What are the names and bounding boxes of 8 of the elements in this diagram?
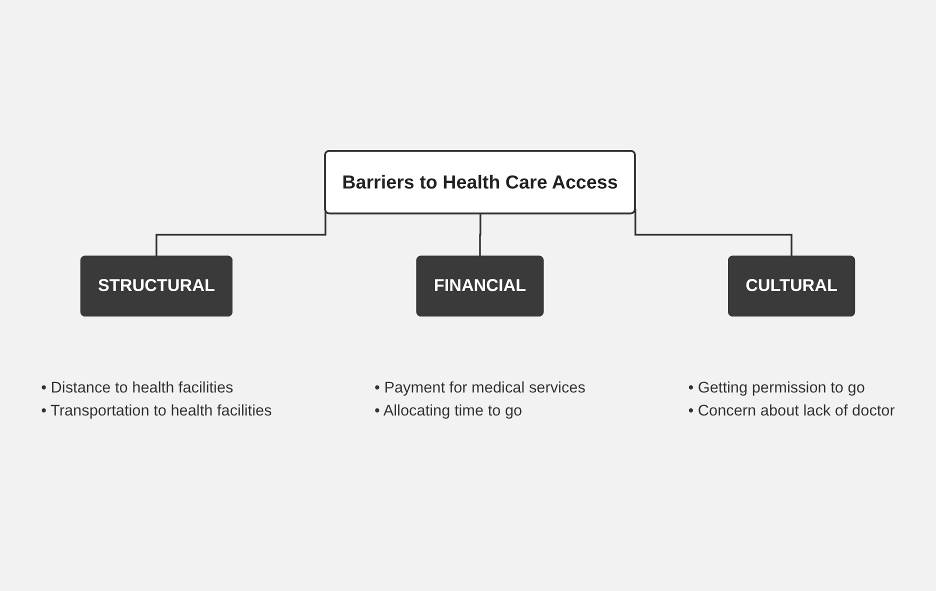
node-label: • Concern about lack of doctor — [688, 402, 895, 420]
node-label: • Transportation to health facilities — [41, 402, 272, 420]
node-label: • Getting permission to go — [688, 378, 865, 396]
node-label: • Payment for medical services — [374, 378, 586, 396]
node-label: • Distance to health facilities — [41, 378, 234, 396]
connector — [634, 209, 793, 258]
node-label: • Allocating time to go — [374, 402, 522, 420]
connector — [479, 214, 482, 258]
